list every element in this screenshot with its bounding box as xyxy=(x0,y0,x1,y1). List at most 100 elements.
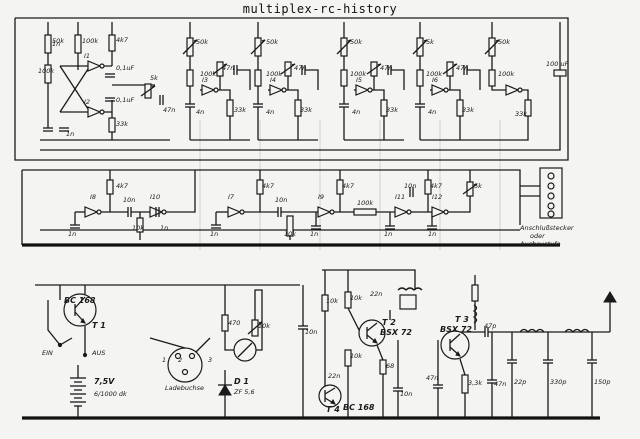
component-label: 1n xyxy=(68,230,76,238)
switch-label: EIN xyxy=(42,349,53,357)
inverter-gate xyxy=(505,84,520,96)
junction xyxy=(57,342,63,348)
component-label: 33k xyxy=(462,106,474,114)
inverter-bubble xyxy=(443,209,449,215)
connector-label: Ausbaustufe xyxy=(519,240,561,248)
inverter-bubble xyxy=(99,63,105,69)
component-label: 10k xyxy=(284,230,296,238)
resistor xyxy=(488,69,496,87)
transistor xyxy=(358,319,386,347)
component-label: 4n xyxy=(196,108,204,116)
rf-transformer xyxy=(399,294,417,310)
resistor xyxy=(344,291,352,309)
component-label: 47n xyxy=(380,64,392,72)
transistor-type-label: BSX 72 xyxy=(440,325,472,334)
socket-pin-label: 1 xyxy=(162,356,166,364)
inverter-bubble xyxy=(213,87,219,93)
filter-inductor xyxy=(519,328,545,334)
gate-label: I3 xyxy=(202,76,208,84)
resistor xyxy=(294,99,302,117)
component-label: 10k xyxy=(132,224,144,232)
component-label: 0,1uF xyxy=(116,96,134,104)
power-switch xyxy=(59,337,73,346)
component-label: 4n xyxy=(266,108,274,116)
component-label: 10n xyxy=(400,390,412,398)
inverter-gate xyxy=(394,206,409,218)
transistor-arrow xyxy=(80,318,86,324)
potentiometer-arrow xyxy=(484,39,500,55)
component-label: 10k xyxy=(258,322,270,330)
component-label: 1n xyxy=(428,230,436,238)
potentiometer-arrow xyxy=(336,39,352,55)
component-label: 50k xyxy=(498,38,510,46)
inverter-gate xyxy=(87,106,102,118)
inverter-bubble xyxy=(517,87,523,93)
transistor xyxy=(440,330,470,360)
transistor-collector xyxy=(366,322,378,332)
inverter-bubble xyxy=(281,87,287,93)
component-label: 4n xyxy=(352,108,360,116)
resistor xyxy=(336,179,344,195)
resistor xyxy=(108,117,116,133)
junction xyxy=(82,352,88,358)
component-label: 100k xyxy=(266,70,282,78)
component-label: 1n xyxy=(52,40,60,48)
resistor xyxy=(379,359,387,375)
wire xyxy=(467,69,481,90)
wire xyxy=(491,86,506,91)
transistor-type-label: BC 168 xyxy=(343,403,375,412)
component-label: 10k xyxy=(326,297,338,305)
inverter-bubble xyxy=(99,109,105,115)
inverter-gate xyxy=(84,206,99,218)
component-label: 10k xyxy=(350,294,362,302)
wire xyxy=(22,169,521,225)
component-label: 4k7 xyxy=(342,182,355,190)
resistor xyxy=(186,69,194,87)
transistor-arrow xyxy=(455,351,461,357)
resistor xyxy=(353,208,377,216)
gate-label: I2 xyxy=(84,98,90,106)
potentiometer-arrow xyxy=(140,85,156,97)
inverter-gate xyxy=(317,206,332,218)
transistor-id-label: T 2 xyxy=(382,318,396,327)
gate-label: I12 xyxy=(432,193,442,201)
inverter-bubble xyxy=(329,209,335,215)
potentiometer-arrow xyxy=(366,63,382,75)
resistor xyxy=(74,34,82,54)
filter-inductor xyxy=(564,328,590,334)
component-label: 33k xyxy=(116,120,128,128)
wire xyxy=(14,17,569,161)
battery-label: 7,5V xyxy=(94,377,115,386)
resistor xyxy=(321,294,329,312)
component-label: 1n xyxy=(160,224,168,232)
wire xyxy=(59,65,91,113)
transistor-collector xyxy=(449,333,461,344)
resistor xyxy=(456,99,464,117)
potentiometer-arrow xyxy=(280,63,296,75)
component-label: 10n xyxy=(305,328,317,336)
component-label: 10k xyxy=(350,352,362,360)
component-label: 10n xyxy=(123,196,135,204)
component-label: 4k7 xyxy=(116,182,129,190)
antenna xyxy=(603,291,617,303)
resistor xyxy=(221,314,229,332)
component-label: 10n xyxy=(275,196,287,204)
socket-pin xyxy=(174,352,182,360)
component-label: 50k xyxy=(350,38,362,46)
gate-label: I6 xyxy=(432,76,438,84)
electrolytic-capacitor xyxy=(553,69,567,77)
output-coil xyxy=(472,304,478,324)
wire xyxy=(224,331,234,351)
zener-diode xyxy=(218,384,232,396)
component-label: 22n xyxy=(370,290,382,298)
wire xyxy=(545,76,561,151)
socket-pin-label: 2 xyxy=(178,356,182,364)
resistor xyxy=(524,99,532,117)
inverter-bubble xyxy=(161,209,167,215)
component-label: 50k xyxy=(52,37,64,45)
component-label: 4n xyxy=(428,108,436,116)
component-label: 100k xyxy=(498,70,514,78)
component-label: 33k xyxy=(515,110,527,118)
wire xyxy=(347,307,360,331)
